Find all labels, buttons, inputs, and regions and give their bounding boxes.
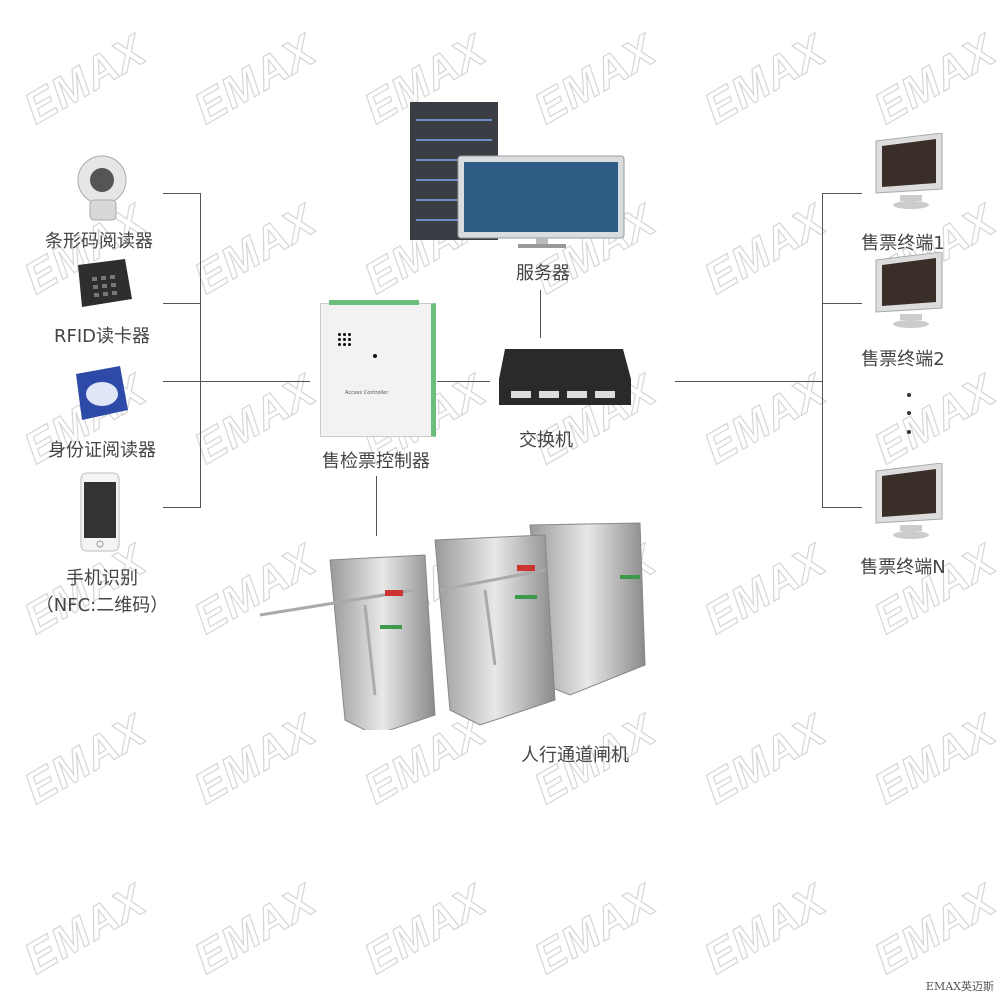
watermark: EMAX bbox=[16, 875, 155, 984]
watermark: EMAX bbox=[866, 875, 1000, 984]
connector-line bbox=[822, 193, 823, 508]
switch-label: 交换机 bbox=[519, 430, 573, 451]
rfid-reader-icon bbox=[78, 259, 132, 307]
terminal-monitor-icon bbox=[875, 463, 943, 539]
mobile-phone-icon bbox=[80, 472, 120, 552]
ticket-controller-board: Access Controller bbox=[320, 300, 436, 437]
terminal-n-label: 售票终端N bbox=[860, 557, 946, 578]
controller-label: 售检票控制器 bbox=[322, 451, 430, 472]
watermark: EMAX bbox=[356, 875, 495, 984]
network-switch-icon bbox=[499, 349, 631, 405]
watermark: EMAX bbox=[696, 25, 835, 134]
id-card-reader-label: 身份证阅读器 bbox=[48, 440, 156, 461]
ellipsis-dot bbox=[907, 430, 911, 434]
barcode-reader-icon bbox=[77, 155, 127, 221]
terminal-monitor-icon bbox=[875, 252, 943, 328]
connector-line bbox=[822, 507, 862, 508]
connector-line bbox=[163, 193, 200, 194]
watermark: EMAX bbox=[866, 535, 1000, 644]
turnstile-gates-icon bbox=[259, 522, 646, 730]
connector-line bbox=[822, 193, 862, 194]
mobile-recognition-sublabel: （NFC:二维码） bbox=[35, 595, 169, 616]
terminal-1-label: 售票终端1 bbox=[861, 233, 945, 254]
id-card-reader-icon bbox=[76, 366, 128, 420]
watermark: EMAX bbox=[866, 25, 1000, 134]
watermark: EMAX bbox=[186, 25, 325, 134]
watermark: EMAX bbox=[866, 365, 1000, 474]
connector-line bbox=[376, 476, 377, 536]
controller-board-text: Access Controller bbox=[345, 390, 389, 396]
watermark: EMAX bbox=[696, 195, 835, 304]
turnstile-label: 人行通道闸机 bbox=[521, 745, 629, 766]
watermark: EMAX bbox=[186, 195, 325, 304]
watermark: EMAX bbox=[16, 705, 155, 814]
server-icon bbox=[410, 102, 625, 248]
connector-line bbox=[675, 381, 822, 382]
connector-line bbox=[822, 303, 862, 304]
rfid-reader-label: RFID读卡器 bbox=[53, 326, 151, 347]
barcode-reader-label: 条形码阅读器 bbox=[45, 231, 153, 252]
connector-line bbox=[200, 193, 201, 508]
connector-line bbox=[437, 381, 490, 382]
watermark: EMAX bbox=[526, 875, 665, 984]
ellipsis-dot bbox=[907, 393, 911, 397]
connector-line bbox=[163, 507, 200, 508]
server-label: 服务器 bbox=[516, 263, 570, 284]
watermark: EMAX bbox=[866, 705, 1000, 814]
credit-text: EMAX英迈斯 bbox=[925, 980, 994, 993]
watermark: EMAX bbox=[696, 705, 835, 814]
connector-line bbox=[540, 290, 541, 338]
watermark: EMAX bbox=[186, 875, 325, 984]
ellipsis-dot bbox=[907, 411, 911, 415]
watermark: EMAX bbox=[16, 25, 155, 134]
terminal-monitor-icon bbox=[875, 133, 943, 209]
watermark: EMAX bbox=[696, 875, 835, 984]
connector-line bbox=[163, 303, 200, 304]
watermark: EMAX bbox=[696, 535, 835, 644]
terminal-2-label: 售票终端2 bbox=[861, 349, 945, 370]
connector-line bbox=[163, 381, 310, 382]
mobile-recognition-label: 手机识别 bbox=[66, 568, 138, 589]
